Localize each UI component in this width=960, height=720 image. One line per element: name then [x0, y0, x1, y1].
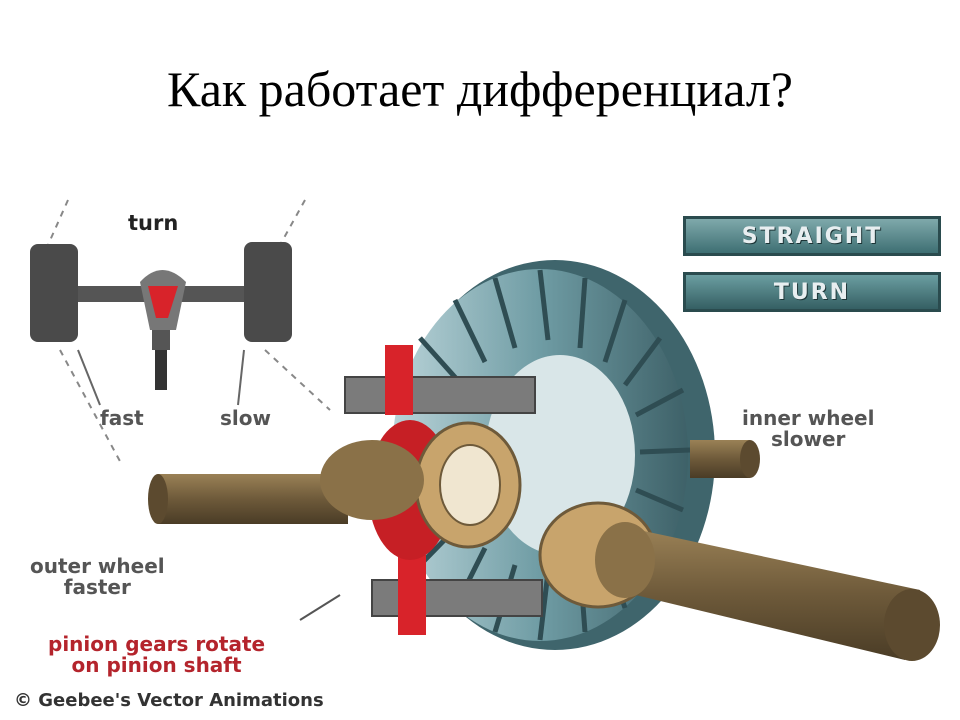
turn-label: turn	[128, 211, 179, 235]
copyright-credit: © Geebee's Vector Animations	[14, 690, 324, 711]
drive-shaft	[538, 501, 940, 661]
outer-wheel-label: outer wheel faster	[30, 554, 165, 599]
turn-button[interactable]: TURN	[683, 272, 941, 312]
fast-label: fast	[100, 406, 144, 430]
slow-label: slow	[220, 406, 271, 430]
pinion-label: pinion gears rotate on pinion shaft	[48, 632, 266, 677]
straight-button[interactable]: STRAIGHT	[683, 216, 941, 256]
outer-axle	[148, 440, 424, 524]
page-title: Как работает дифференциал?	[167, 61, 793, 117]
inner-wheel-label: inner wheel slower	[742, 406, 875, 451]
car-axle-diagram	[30, 199, 331, 466]
right-wheel	[244, 242, 292, 342]
carrier-bottom	[371, 579, 543, 617]
left-wheel	[30, 244, 78, 342]
carrier-top	[344, 376, 536, 414]
